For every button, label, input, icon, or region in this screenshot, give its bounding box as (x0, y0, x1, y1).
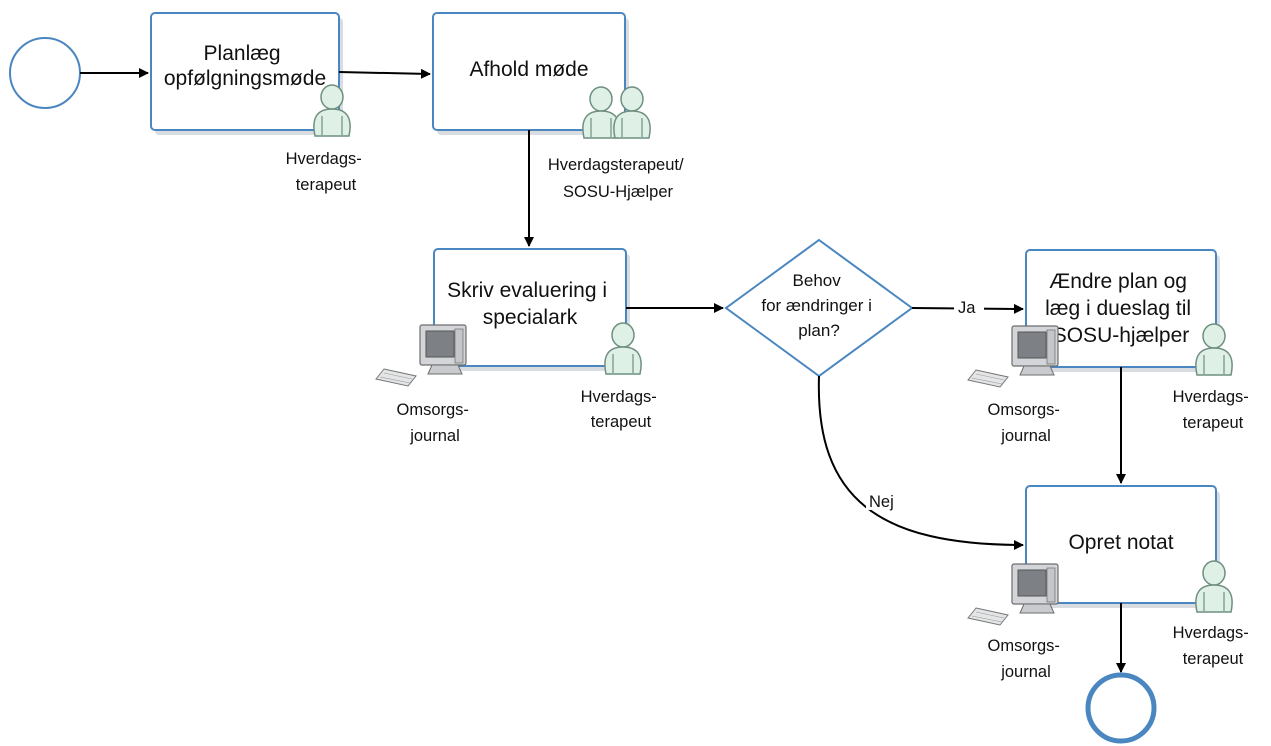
svg-text:Planlæg opfølgningsmøde: Planlæg opfølgningsmøde (164, 42, 326, 90)
role-label-afhold: Hverdagsterapeut/ SOSU-Hjælper (548, 156, 688, 201)
system-label-opret: Omsorgs- journal (987, 637, 1064, 681)
task-label-line: SOSU-hjælper (1053, 324, 1190, 347)
svg-text:Ændre plan og læg i dues: Ændre plan og læg i dueslag til SOSU-hjæ… (1045, 270, 1197, 347)
edge-label-yes: Ja (958, 299, 976, 317)
end-event (1085, 672, 1157, 744)
decision-gateway: Behov for ændringer i plan? (724, 238, 914, 378)
role-label-plan: Hverdags- terapeut (286, 150, 367, 194)
task-label-line: opfølgningsmøde (164, 67, 326, 90)
task-label-line: Planlæg (204, 42, 281, 65)
task-skriv-evaluering: Skriv evaluering i specialark (433, 248, 630, 371)
task-label-line: Afhold møde (469, 58, 588, 81)
task-opret-notat: Opret notat (1025, 485, 1220, 608)
task-planlaeg: Planlæg opfølgningsmøde (150, 12, 343, 135)
svg-text:Opret notat: Opret notat (1068, 531, 1173, 554)
svg-text:Skriv evaluering i speci: Skriv evaluering i specialark (447, 279, 613, 329)
computer-icon (967, 325, 1059, 388)
flow-plan-to-afhold (338, 68, 431, 79)
task-label-line: specialark (483, 306, 578, 329)
system-label-aendre: Omsorgs- journal (987, 401, 1064, 445)
gateway-label-line: for ændringer i (761, 296, 872, 315)
task-aendre-plan: Ændre plan og læg i dueslag til SOSU-hjæ… (1025, 249, 1220, 372)
role-label-skriv: Hverdags- terapeut (581, 388, 662, 431)
gateway-label-line: plan? (798, 321, 840, 340)
start-event (9, 37, 81, 109)
task-label-line: Opret notat (1068, 531, 1173, 554)
task-label-line: Skriv evaluering i (447, 279, 607, 302)
role-label-opret: Hverdags- terapeut (1173, 624, 1254, 668)
computer-icon (967, 563, 1059, 626)
svg-text:Afhold møde: Afhold møde (469, 58, 588, 81)
task-label-line: læg i dueslag til (1045, 297, 1191, 320)
task-label-line: Ændre plan og (1049, 270, 1187, 293)
system-label-skriv: Omsorgs- journal (396, 401, 473, 445)
computer-icon (375, 324, 467, 387)
role-label-aendre: Hverdags- terapeut (1173, 388, 1254, 432)
gateway-label-line: Behov (793, 271, 842, 290)
edge-label-no: Nej (869, 493, 894, 511)
svg-text:Behov for ændringer i: Behov for ændringer i plan? (761, 271, 876, 340)
